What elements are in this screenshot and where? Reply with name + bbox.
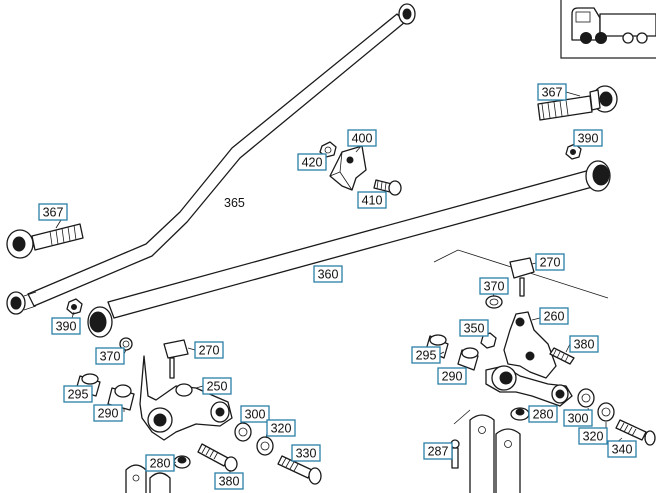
svg-text:300: 300: [568, 412, 589, 426]
washer-320-right: [597, 402, 615, 422]
callout-330: 330: [291, 444, 321, 462]
callout-300-left: 300: [240, 405, 270, 423]
svg-text:270: 270: [199, 344, 220, 358]
svg-text:295: 295: [68, 388, 89, 402]
callout-370-right: 370: [479, 277, 509, 295]
svg-text:320: 320: [271, 422, 292, 436]
callout-367-right: 367: [537, 83, 567, 101]
svg-text:295: 295: [416, 349, 437, 363]
svg-text:280: 280: [150, 457, 171, 471]
mount-plates-left: [125, 464, 171, 493]
svg-text:360: 360: [318, 268, 339, 282]
svg-text:380: 380: [219, 475, 240, 489]
bushing-300-right: [577, 388, 595, 408]
callout-370-left: 370: [95, 347, 125, 365]
callout-390-left: 390: [51, 317, 81, 335]
lever-right: [485, 365, 573, 407]
bracket-260: [503, 311, 557, 379]
callout-350: 350: [459, 319, 489, 337]
svg-text:340: 340: [612, 443, 633, 457]
callout-380-left: 380: [214, 472, 244, 490]
callout-270-left: 270: [194, 341, 224, 359]
svg-text:270: 270: [540, 256, 561, 270]
bolt-270-left: [163, 339, 189, 379]
svg-text:290: 290: [98, 407, 119, 421]
callout-340: 340: [607, 440, 637, 458]
svg-text:250: 250: [207, 380, 228, 394]
svg-text:320: 320: [583, 430, 604, 444]
svg-text:400: 400: [352, 132, 373, 146]
bolt-270-right: [509, 257, 535, 297]
callout-290-right: 290: [437, 367, 467, 385]
svg-text:410: 410: [362, 194, 383, 208]
bolt-410: [373, 179, 402, 196]
ball-joint-367-left: [6, 223, 84, 259]
nut-390-left: [66, 298, 83, 315]
callout-labels: 367 390 400 420 410 367 390 360 270 370 …: [38, 83, 637, 490]
callout-300-right: 300: [563, 409, 593, 427]
bolt-380-right: [549, 347, 575, 365]
bracket-400: [329, 145, 367, 191]
callout-250: 250: [202, 377, 232, 395]
ball-joint-367-right: [537, 85, 618, 121]
lever-250: [139, 355, 233, 441]
callout-420: 420: [297, 153, 327, 171]
svg-text:370: 370: [484, 280, 505, 294]
washer-370-right: [485, 295, 503, 309]
svg-text:390: 390: [56, 320, 77, 334]
callout-390-right: 390: [573, 129, 603, 147]
svg-text:367: 367: [43, 206, 64, 220]
svg-text:367: 367: [542, 86, 563, 100]
svg-text:350: 350: [464, 322, 485, 336]
callout-270-right: 270: [535, 253, 565, 271]
rod-360: [87, 160, 611, 338]
callout-360: 360: [313, 265, 343, 283]
callout-400: 400: [347, 129, 377, 147]
bolt-340: [615, 419, 656, 446]
bolt-380-left: [197, 443, 238, 472]
svg-text:420: 420: [302, 156, 323, 170]
callout-280-left: 280: [145, 454, 175, 472]
callout-320-left: 320: [266, 419, 296, 437]
svg-text:280: 280: [533, 408, 554, 422]
callout-290-left: 290: [93, 404, 123, 422]
callout-280-right: 280: [528, 405, 558, 423]
washer-370-left: [119, 337, 133, 351]
label-365: 365: [224, 196, 245, 210]
svg-text:370: 370: [100, 350, 121, 364]
svg-text:260: 260: [544, 310, 565, 324]
callout-320-right: 320: [578, 427, 608, 445]
callout-260: 260: [539, 307, 569, 325]
bolt-330: [277, 455, 322, 485]
truck-icon: [560, 0, 656, 59]
svg-text:390: 390: [578, 132, 599, 146]
bushing-300-left: [234, 422, 252, 442]
guide-line-right: [433, 249, 609, 299]
callout-380-right: 380: [569, 335, 599, 353]
nut-350: [480, 332, 497, 349]
callout-410: 410: [357, 191, 387, 209]
svg-text:330: 330: [296, 447, 317, 461]
tie-rod-365: [6, 3, 416, 315]
callout-367-left: 367: [38, 203, 68, 221]
washer-280-right: [510, 407, 530, 421]
bushing-290-right: [457, 347, 479, 371]
callout-287: 287: [423, 442, 453, 460]
svg-text:287: 287: [428, 445, 449, 459]
washer-280-left: [173, 455, 191, 469]
callout-295-right: 295: [411, 346, 441, 364]
callout-295-left: 295: [63, 385, 93, 403]
svg-text:380: 380: [574, 338, 595, 352]
svg-text:290: 290: [442, 370, 463, 384]
mount-plates-right: [453, 409, 521, 493]
nut-420: [319, 141, 337, 158]
svg-text:300: 300: [245, 408, 266, 422]
washer-320-left: [256, 436, 274, 456]
